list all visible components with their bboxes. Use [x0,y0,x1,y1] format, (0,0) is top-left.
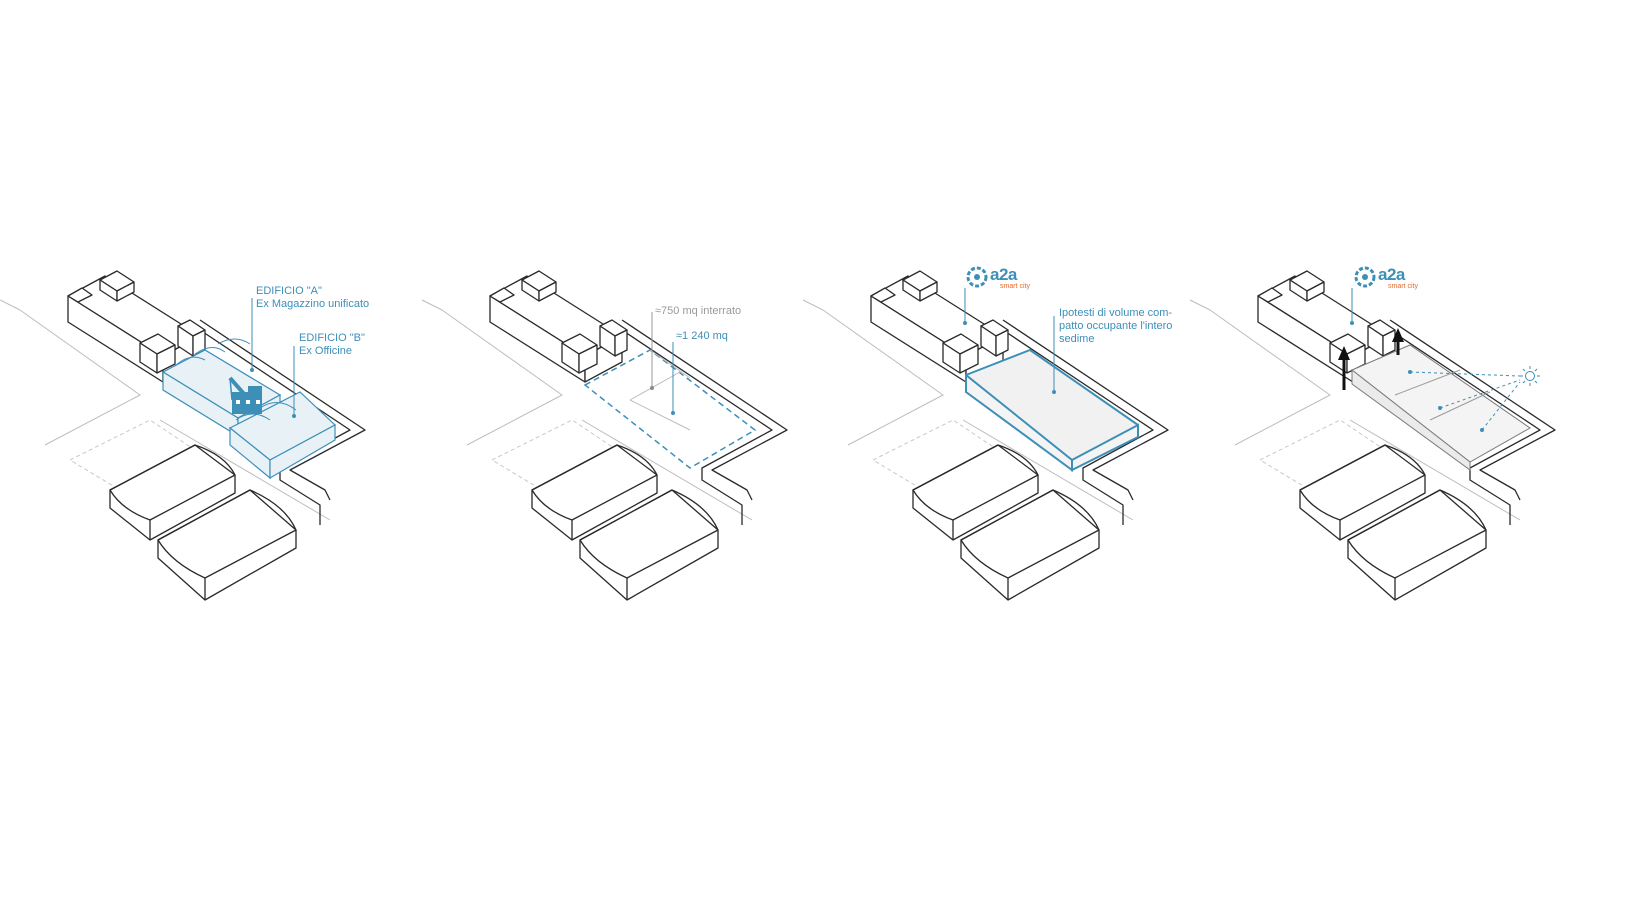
panel-2 [421,270,788,601]
panel-3 [802,270,1169,601]
a2a-logo-icon [966,266,988,288]
a2a-logo: a2a smart city [966,265,1036,292]
label-edificio-a: EDIFICIO "A" Ex Magazzino unificato [256,285,369,311]
label-edificio-b-desc: Ex Officine [299,345,352,357]
label-volume-line2: patto occupante l'intero [1059,320,1173,332]
label-edificio-b-title: EDIFICIO "B" [299,332,365,344]
a2a-logo-word: a2a [990,265,1017,284]
a2a-logo-sub-2: smart city [1388,283,1418,290]
a2a-logo-icon-2 [1354,266,1376,288]
up-arrow-icon [1338,328,1404,390]
a2a-logo-2: a2a smart city [1354,265,1424,292]
label-edificio-a-desc: Ex Magazzino unificato [256,298,370,310]
label-volume-hypothesis: Ipotesti di volume com- patto occupante … [1059,307,1172,346]
sun-icon [1520,366,1540,386]
label-edificio-a-title: EDIFICIO "A" [256,285,322,297]
label-volume-line1: Ipotesti di volume com- [1059,307,1173,319]
crane-icon [228,376,262,414]
label-area-underground: ≈750 mq interrato [655,305,742,317]
a2a-logo-sub: smart city [1000,283,1030,290]
panel-1 [0,270,366,601]
panel-4 [1189,270,1556,601]
label-volume-line3: sedime [1059,333,1095,345]
label-area-total: ≈1 240 mq [676,330,728,342]
label-edificio-b: EDIFICIO "B" Ex Officine [299,332,365,358]
a2a-logo-word-2: a2a [1378,265,1405,284]
